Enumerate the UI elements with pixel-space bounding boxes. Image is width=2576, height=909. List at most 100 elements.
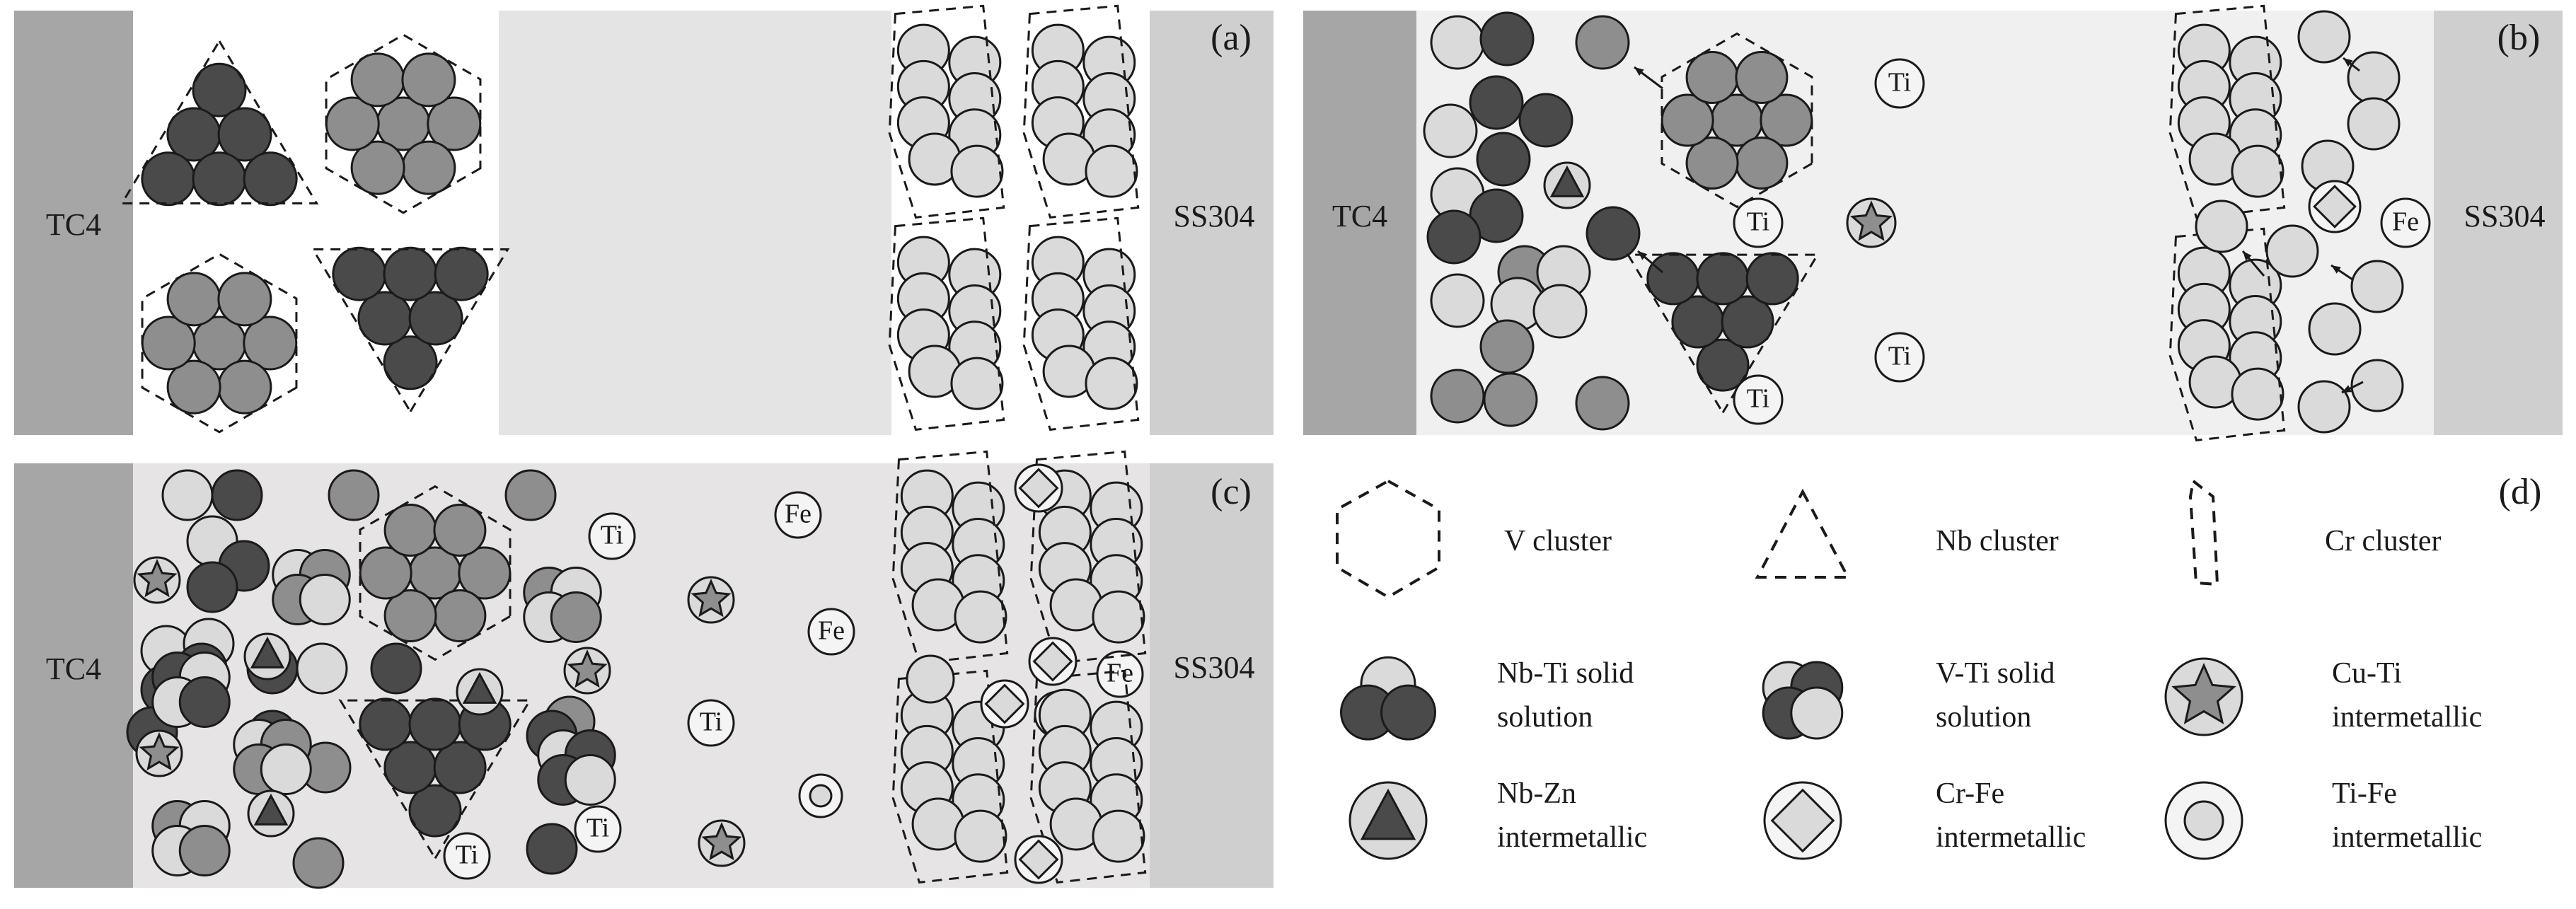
cluster-atom	[350, 140, 405, 195]
diffusion-arrowhead	[1634, 67, 1644, 76]
loose-atom	[328, 469, 380, 521]
loose-atom	[296, 642, 348, 695]
cluster-atom	[243, 151, 298, 207]
diffusion-arrowhead	[2342, 385, 2352, 393]
cr-fe-diamond-icon	[1770, 788, 1835, 853]
ti-atom-label: Ti	[700, 707, 722, 737]
loose-atom	[1426, 209, 1482, 265]
panel-a-interlayer	[499, 11, 891, 435]
ti-atom-label: Ti	[1747, 384, 1769, 414]
panel-c-tag: (c)	[1211, 472, 1252, 512]
loose-atom	[1430, 369, 1485, 424]
panel-b-ss304-substrate	[2434, 11, 2563, 435]
loose-atom	[1518, 93, 1573, 148]
panel-b-tc4-substrate	[1303, 11, 1416, 435]
solid-solution-atom	[299, 574, 351, 625]
cluster-atom	[383, 589, 437, 642]
legend-label-cu-ti-line2: intermetallic	[2332, 701, 2482, 734]
cr-cluster-outline	[1022, 216, 1140, 432]
loose-atom	[161, 469, 214, 521]
ti-atom-label: Ti	[601, 521, 623, 550]
legend-label-cr-cluster: Cr cluster	[2325, 525, 2441, 557]
panel-b-tc4-label: TC4	[1332, 199, 1387, 233]
diffusion-arrowhead	[2243, 251, 2252, 261]
solid-solution-atom	[1380, 684, 1436, 741]
legend-label-cu-ti-line1: Cu-Ti	[2332, 657, 2402, 690]
triangle-dashed-icon	[1755, 488, 1851, 579]
nb-cluster-outline	[120, 39, 319, 204]
nb-zn-triangle-icon	[253, 793, 289, 826]
cluster-atom	[141, 151, 196, 207]
ti-atom-circle	[687, 699, 735, 747]
cr-fe-diamond-icon	[984, 683, 1025, 724]
legend-item-nb-ti-solid-solution: Nb-Ti solid solution	[1340, 656, 1634, 741]
cr-atom	[2308, 302, 2362, 356]
cr-atom	[2297, 10, 2351, 64]
cr-fe-diamond-icon	[1032, 641, 1073, 682]
legend-label-nb-cluster: Nb cluster	[1936, 525, 2059, 557]
nb-zn-triangle-icon	[1549, 165, 1585, 197]
diffusion-arrowhead	[1638, 251, 1648, 260]
ti-atom-circle	[1874, 58, 1925, 109]
panel-c-tc4-substrate	[14, 463, 133, 888]
fe-atom-label: Fe	[1107, 659, 1133, 688]
cu-ti-star-icon	[1849, 200, 1893, 241]
cluster-atom	[433, 504, 487, 557]
ti-atom-label: Ti	[587, 814, 609, 843]
cluster-atom	[166, 272, 221, 327]
legend-label-v-ti-line1: V-Ti solid	[1936, 657, 2055, 690]
solid-solution-atom	[178, 676, 231, 728]
cr-atom	[2347, 51, 2401, 105]
cluster-atom	[243, 315, 298, 371]
cluster-atom	[950, 357, 1004, 410]
panel-a: TC4 SS304 (a)	[14, 4, 1273, 435]
cluster-atom	[401, 52, 456, 108]
cluster-atom	[1735, 51, 1789, 105]
legend-item-cr-cluster: Cr cluster	[2188, 478, 2441, 586]
fe-atom-label: Fe	[2392, 207, 2419, 237]
cluster-atom	[1745, 252, 1799, 306]
cr-fe-diamond-icon	[1018, 468, 1059, 509]
panel-a-ss304-substrate	[1150, 11, 1273, 435]
cluster-atom	[950, 144, 1004, 198]
cu-ti-star-icon	[2164, 657, 2243, 736]
cr-cluster-outline	[1029, 669, 1147, 884]
v-cluster-outline	[141, 253, 298, 434]
legend-label-nb-zn-line1: Nb-Zn	[1497, 777, 1576, 810]
v-cluster-outline	[1660, 32, 1813, 209]
solid-solution-atom	[260, 743, 312, 795]
cluster-atom	[166, 359, 221, 415]
solid-solution-atom	[564, 754, 616, 806]
v-cluster-outline	[359, 485, 512, 661]
cluster-atom	[401, 140, 456, 195]
solid-solution-atom	[550, 591, 602, 643]
nb-zn-triangle-icon	[1360, 788, 1416, 840]
loose-atom	[1430, 15, 1485, 70]
cu-ti-star-icon	[2171, 662, 2236, 724]
cluster-atom	[217, 107, 272, 162]
cr-atom	[2347, 97, 2401, 151]
hexagon-dashed-icon	[1336, 479, 1440, 599]
loose-atom	[504, 469, 557, 521]
cluster-atom	[192, 151, 247, 207]
panel-a-particles	[120, 4, 1140, 434]
loose-atom	[1575, 15, 1630, 70]
legend-item-cu-ti: Cu-Ti intermetallic	[2164, 657, 2482, 736]
cluster-atom	[332, 246, 387, 301]
cluster-atom	[1646, 252, 1700, 306]
loose-atom	[370, 642, 422, 695]
cluster-atom	[2231, 367, 2285, 421]
nb-ti-solid-solution-icon	[1340, 656, 1436, 741]
cluster-atom	[1696, 338, 1750, 392]
ti-fe-inner-circle	[809, 784, 833, 808]
loose-atom	[186, 561, 238, 613]
cluster-atom	[192, 62, 247, 117]
cr-fe-diamond-icon	[2313, 185, 2357, 228]
cluster-atom	[1735, 136, 1789, 190]
cr-cluster-outline	[2168, 227, 2286, 442]
loose-atom	[1586, 206, 1641, 261]
ti-atom-label: Ti	[456, 840, 478, 870]
loose-atom	[292, 837, 345, 889]
